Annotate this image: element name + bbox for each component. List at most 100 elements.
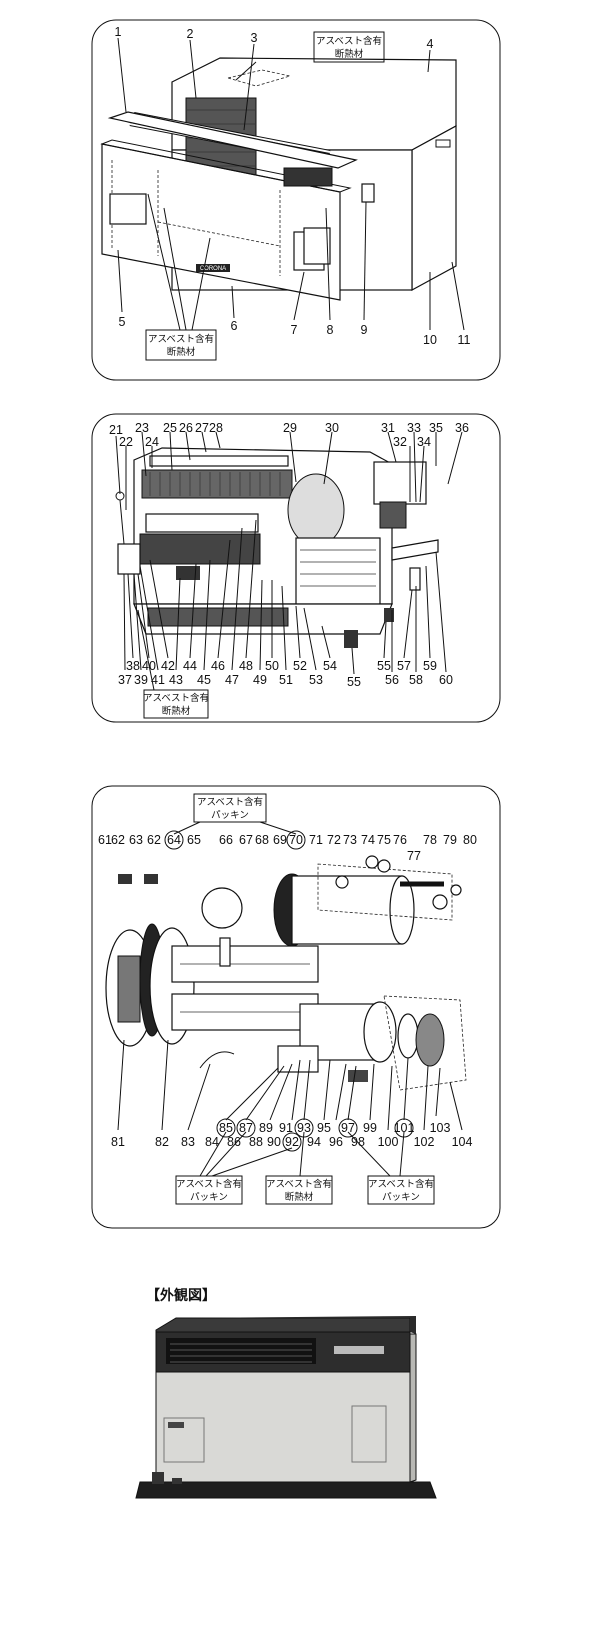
part-number: 34 [417, 435, 431, 449]
part-number: 78 [423, 833, 437, 847]
exterior-view: 【外観図】 [135, 1287, 437, 1499]
part-number: 94 [307, 1135, 321, 1149]
callout-line2: 断熱材 [335, 48, 364, 60]
part-number: 55 [347, 675, 361, 689]
part-number: 42 [161, 659, 175, 673]
callout-box [143, 689, 209, 719]
panel-1-casing: CORONA アスベスト含有 断熱材 アスベスト含有 断熱材 1 2 3 4 5… [91, 19, 501, 381]
part-number: 32 [393, 435, 407, 449]
callout-line2: 断熱材 [167, 346, 196, 358]
part-number: 74 [361, 833, 375, 847]
part-number: 64 [167, 833, 181, 847]
part-number: 67 [239, 833, 253, 847]
part-number: 61 [98, 833, 112, 847]
part-number: 24 [145, 435, 159, 449]
part-number: 27 [195, 421, 209, 435]
part-number: 37 [118, 673, 132, 687]
part-number: 49 [253, 673, 267, 687]
heater-body [155, 1371, 411, 1483]
part-number: 93 [297, 1121, 311, 1135]
callout-box [367, 1175, 435, 1205]
panel-3-burner: アスベスト含有 パッキン [91, 785, 501, 1229]
part-number: 77 [407, 849, 421, 863]
part-number: 22 [119, 435, 133, 449]
part-number: 70 [289, 833, 303, 847]
part-number: 62 [147, 833, 161, 847]
part-number: 91 [279, 1121, 293, 1135]
part-number: 75 [377, 833, 391, 847]
part-number: 35 [429, 421, 443, 435]
heater-base [135, 1481, 437, 1499]
part-number: 59 [423, 659, 437, 673]
part-number: 6 [231, 319, 238, 333]
part-number: 41 [151, 673, 165, 687]
part-number: 65 [187, 833, 201, 847]
part-number: 56 [385, 673, 399, 687]
callout-line1: アスベスト含有 [176, 1178, 242, 1190]
part-number: 38 [126, 659, 140, 673]
part-number: 52 [293, 659, 307, 673]
part-number: 48 [239, 659, 253, 673]
part-number: 62 [111, 833, 125, 847]
part-number: 55 [377, 659, 391, 673]
part-number: 2 [187, 27, 194, 41]
part-number: 95 [317, 1121, 331, 1135]
callout-box [145, 329, 217, 361]
callout-line2: 断熱材 [285, 1191, 314, 1203]
part-number: 101 [394, 1121, 415, 1135]
callout-line1: アスベスト含有 [197, 796, 263, 808]
part-number: 82 [155, 1135, 169, 1149]
part-number: 1 [115, 25, 122, 39]
brand-badge: CORONA [200, 266, 226, 272]
part-number: 104 [452, 1135, 473, 1149]
part-number: 47 [225, 673, 239, 687]
callout-box [193, 793, 267, 823]
part-number: 46 [211, 659, 225, 673]
panel-2-internal: アスベスト含有 断熱材 21 22 23 24 25 26 27 28 29 3… [91, 413, 501, 723]
part-number: 98 [351, 1135, 365, 1149]
part-number: 28 [209, 421, 223, 435]
exterior-title: 【外観図】 [146, 1287, 216, 1304]
callout-line2: 断熱材 [162, 705, 191, 717]
part-number: 96 [329, 1135, 343, 1149]
callout-box [313, 31, 385, 63]
part-number: 97 [341, 1121, 355, 1135]
part-number: 76 [393, 833, 407, 847]
part-number: 99 [363, 1121, 377, 1135]
part-number: 66 [219, 833, 233, 847]
part-number: 5 [119, 315, 126, 329]
part-number: 9 [361, 323, 368, 337]
part-number: 81 [111, 1135, 125, 1149]
part-number: 40 [142, 659, 156, 673]
part-number: 11 [458, 333, 471, 347]
part-number: 57 [397, 659, 411, 673]
part-number: 102 [414, 1135, 435, 1149]
part-number: 39 [134, 673, 148, 687]
part-number: 36 [455, 421, 469, 435]
part-number: 89 [259, 1121, 273, 1135]
part-number: 51 [279, 673, 293, 687]
part-number: 90 [267, 1135, 281, 1149]
callout-line1: アスベスト含有 [143, 692, 209, 704]
part-number: 54 [323, 659, 337, 673]
part-number: 85 [219, 1121, 233, 1135]
part-number: 80 [463, 833, 477, 847]
part-number: 4 [427, 37, 434, 51]
part-number: 50 [265, 659, 279, 673]
callout-line2: パッキン [211, 810, 249, 821]
callout-line1: アスベスト含有 [148, 333, 214, 345]
callout-line2: パッキン [382, 1192, 420, 1203]
part-number: 43 [169, 673, 183, 687]
part-number: 30 [325, 421, 339, 435]
part-number: 83 [181, 1135, 195, 1149]
part-number: 7 [291, 323, 298, 337]
part-number: 73 [343, 833, 357, 847]
part-number: 69 [273, 833, 287, 847]
part-number: 3 [251, 31, 258, 45]
part-number: 21 [109, 423, 123, 437]
part-number: 79 [443, 833, 457, 847]
part-number: 63 [129, 833, 143, 847]
callout-line1: アスベスト含有 [368, 1178, 434, 1190]
part-number: 44 [183, 659, 197, 673]
